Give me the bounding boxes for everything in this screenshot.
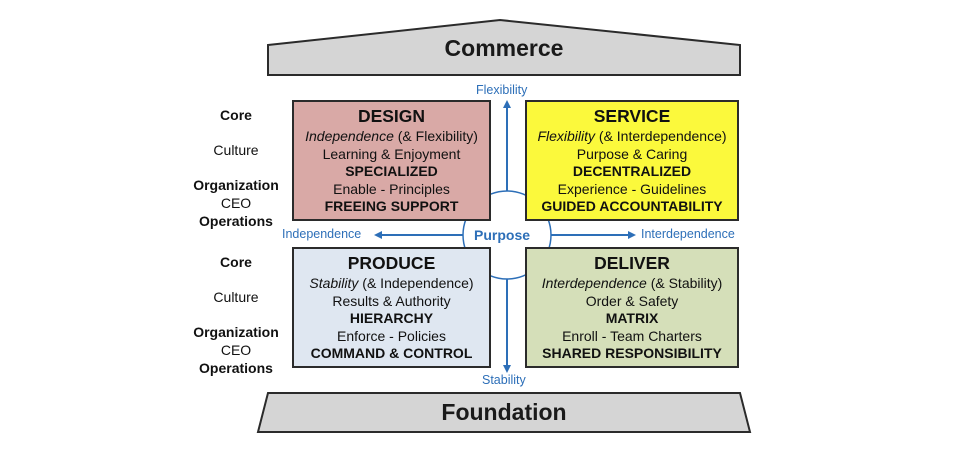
deliver-operations: SHARED RESPONSIBILITY bbox=[542, 345, 722, 362]
produce-culture: Results & Authority bbox=[332, 292, 451, 309]
produce-core: Stability (& Independence) bbox=[294, 275, 489, 293]
row-label-spacer bbox=[176, 125, 296, 143]
row-label-ceo: CEO bbox=[220, 194, 252, 211]
deliver-core: Interdependence (& Stability) bbox=[527, 275, 737, 293]
axis-label-independence: Independence bbox=[282, 227, 362, 241]
row-labels-bottom: Core Culture Organization CEO Operations bbox=[176, 254, 296, 377]
row-label-core: Core bbox=[220, 254, 252, 270]
axis-label-flexibility: Flexibility bbox=[476, 83, 528, 97]
row-label-operations: Operations bbox=[199, 212, 273, 229]
roof-shape bbox=[267, 18, 741, 76]
foundation-shape bbox=[256, 392, 752, 433]
deliver-core-rest: (& Stability) bbox=[646, 275, 723, 291]
quadrant-deliver: DELIVER Interdependence (& Stability) Or… bbox=[525, 247, 739, 368]
axis-label-stability: Stability bbox=[482, 373, 526, 387]
service-operations: GUIDED ACCOUNTABILITY bbox=[541, 198, 723, 215]
quadrant-produce: PRODUCE Stability (& Independence) Resul… bbox=[292, 247, 491, 368]
deliver-title: DELIVER bbox=[594, 253, 670, 273]
service-core-rest: (& Interdependence) bbox=[595, 128, 727, 144]
produce-ceo: Enforce - Policies bbox=[337, 327, 446, 344]
row-label-culture: Culture bbox=[213, 142, 259, 159]
design-culture: Learning & Enjoyment bbox=[322, 145, 461, 162]
deliver-ceo: Enroll - Team Charters bbox=[562, 327, 702, 344]
design-title: DESIGN bbox=[357, 106, 426, 126]
axis-label-interdependence: Interdependence bbox=[641, 227, 735, 241]
design-ceo: Enable - Principles bbox=[333, 180, 450, 197]
row-label-core: Core bbox=[220, 107, 252, 123]
row-label-organization: Organization bbox=[193, 324, 279, 341]
row-label-culture: Culture bbox=[213, 289, 259, 306]
design-core: Independence (& Flexibility) bbox=[294, 128, 489, 146]
row-label-ceo: CEO bbox=[220, 341, 252, 358]
design-operations: FREEING SUPPORT bbox=[324, 198, 459, 215]
design-core-rest: (& Flexibility) bbox=[393, 128, 478, 144]
produce-core-em: Stability bbox=[309, 275, 359, 291]
design-organization: SPECIALIZED bbox=[345, 163, 438, 180]
deliver-organization: MATRIX bbox=[605, 310, 659, 327]
service-core-em: Flexibility bbox=[537, 128, 596, 144]
row-label-spacer bbox=[176, 307, 296, 325]
produce-operations: COMMAND & CONTROL bbox=[310, 345, 473, 362]
roof-label: Commerce bbox=[444, 35, 564, 61]
foundation-label: Foundation bbox=[441, 399, 567, 425]
service-title: SERVICE bbox=[593, 106, 671, 126]
row-label-operations: Operations bbox=[199, 359, 273, 376]
deliver-core-em: Interdependence bbox=[541, 275, 647, 291]
row-label-spacer bbox=[176, 272, 296, 290]
deliver-culture: Order & Safety bbox=[585, 292, 679, 309]
quadrant-service: SERVICE Flexibility (& Interdependence) … bbox=[525, 100, 739, 221]
purpose-label: Purpose bbox=[474, 227, 531, 243]
quadrant-design: DESIGN Independence (& Flexibility) Lear… bbox=[292, 100, 491, 221]
produce-title: PRODUCE bbox=[347, 253, 436, 273]
row-label-organization: Organization bbox=[193, 177, 279, 194]
row-labels-top: Core Culture Organization CEO Operations bbox=[176, 107, 296, 230]
produce-organization: HIERARCHY bbox=[349, 310, 434, 327]
service-core: Flexibility (& Interdependence) bbox=[527, 128, 737, 146]
row-label-spacer bbox=[176, 160, 296, 178]
produce-core-rest: (& Independence) bbox=[358, 275, 474, 291]
design-core-em: Independence bbox=[305, 128, 394, 144]
service-organization: DECENTRALIZED bbox=[572, 163, 692, 180]
service-ceo: Experience - Guidelines bbox=[557, 180, 707, 197]
service-culture: Purpose & Caring bbox=[576, 145, 688, 162]
